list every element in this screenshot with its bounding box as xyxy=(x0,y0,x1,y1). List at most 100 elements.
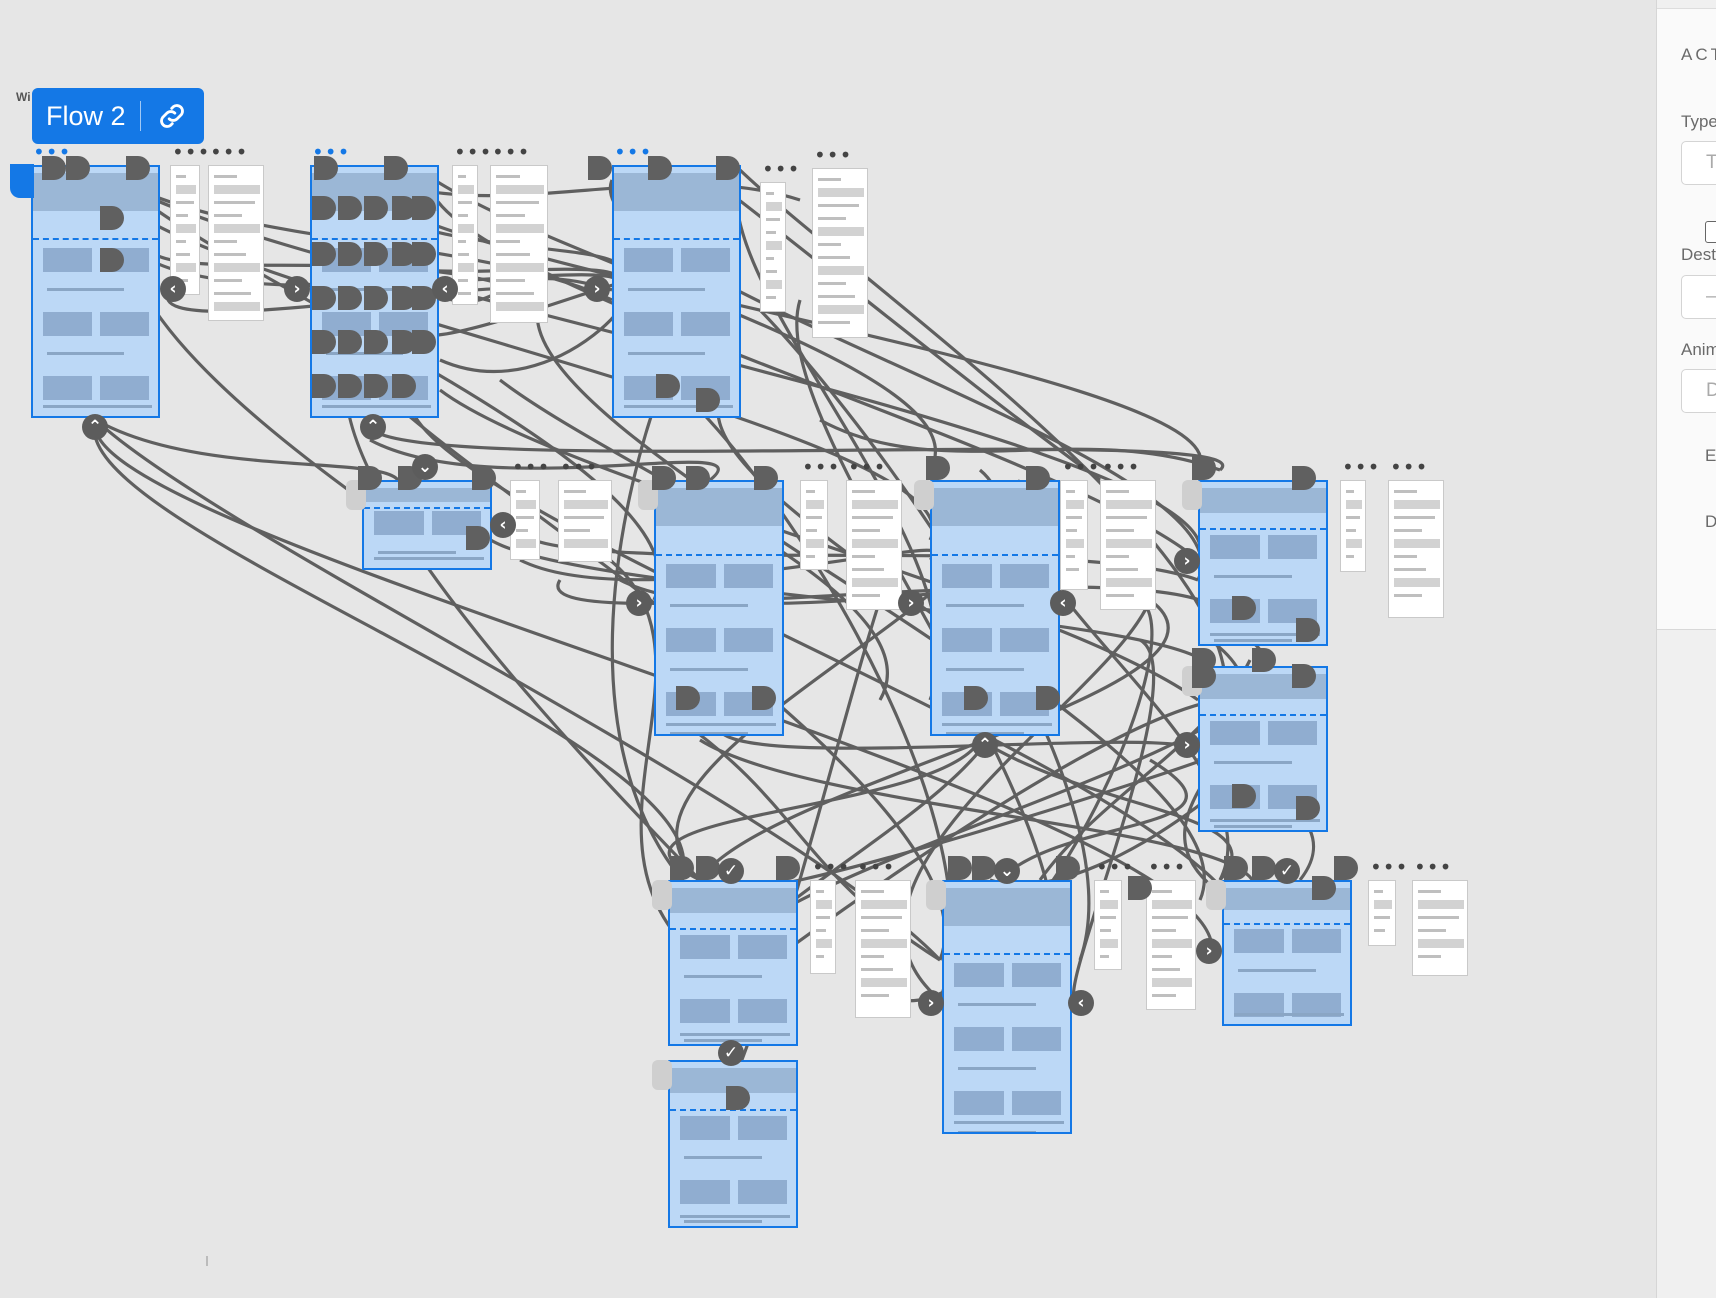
connection-handle-icon[interactable] xyxy=(1296,618,1320,642)
artboard-thumbnail[interactable] xyxy=(1340,480,1366,572)
more-dots-icon[interactable]: ••• xyxy=(1062,455,1101,479)
artboard-selected[interactable] xyxy=(930,480,1060,736)
connection-handle-icon[interactable] xyxy=(312,374,336,398)
connection-handle-icon[interactable] xyxy=(754,466,778,490)
artboard-selected[interactable] xyxy=(654,480,784,736)
more-dots-icon[interactable]: ••• xyxy=(1390,455,1429,479)
connection-handle-icon[interactable] xyxy=(42,156,66,180)
chevron-down-icon[interactable]: ✓ xyxy=(718,1040,744,1066)
chevron-up-icon[interactable]: ⌃ xyxy=(360,414,386,440)
connection-handle-icon[interactable] xyxy=(588,156,612,180)
connection-handle-icon[interactable] xyxy=(338,286,362,310)
artboard-thumbnail[interactable] xyxy=(452,165,478,305)
connection-handle-icon[interactable] xyxy=(1056,856,1080,880)
connection-handle-icon[interactable] xyxy=(1252,648,1276,672)
more-dots-icon[interactable]: ••• xyxy=(1096,855,1135,879)
connection-handle-icon[interactable] xyxy=(1192,456,1216,480)
more-dots-icon[interactable]: ••• xyxy=(1342,455,1381,479)
artboard-thumbnail[interactable] xyxy=(208,165,264,321)
connection-handle-icon[interactable] xyxy=(1232,784,1256,808)
connection-handle-icon[interactable] xyxy=(466,526,490,550)
artboard-thumbnail[interactable] xyxy=(1146,880,1196,1010)
chevron-up-icon[interactable]: ⌃ xyxy=(82,414,108,440)
connection-handle-icon[interactable] xyxy=(412,330,436,354)
connection-handle-icon[interactable] xyxy=(972,856,996,880)
artboard-selected[interactable] xyxy=(1198,666,1328,832)
artboard-selected[interactable] xyxy=(362,480,492,570)
connection-handle-icon[interactable] xyxy=(100,206,124,230)
connection-handle-icon[interactable] xyxy=(364,374,388,398)
connection-handle-icon[interactable] xyxy=(472,466,496,490)
chevron-right-icon[interactable]: › xyxy=(1196,938,1222,964)
chevron-left-icon[interactable]: ‹ xyxy=(160,276,186,302)
more-dots-icon[interactable]: ••• xyxy=(1414,855,1453,879)
more-dots-icon[interactable]: ••• xyxy=(614,140,653,164)
connection-handle-icon[interactable] xyxy=(776,856,800,880)
artboard-selected[interactable] xyxy=(668,1060,798,1228)
chevron-right-icon[interactable]: › xyxy=(1174,548,1200,574)
artboard-thumbnail[interactable] xyxy=(558,480,612,562)
artboard-thumbnail[interactable] xyxy=(1368,880,1396,946)
connection-handle-icon[interactable] xyxy=(126,156,150,180)
flow-start-marker[interactable] xyxy=(10,164,34,198)
artboard-selected[interactable] xyxy=(31,165,160,418)
connection-handle-icon[interactable] xyxy=(652,466,676,490)
connection-handle-icon[interactable] xyxy=(948,856,972,880)
artboard-thumbnail[interactable] xyxy=(812,168,868,338)
destination-dropdown[interactable]: — xyxy=(1681,275,1716,319)
artboard-thumbnail[interactable] xyxy=(1094,880,1122,970)
connection-handle-icon[interactable] xyxy=(656,374,680,398)
connection-handle-icon[interactable] xyxy=(364,330,388,354)
more-dots-icon[interactable]: ••• xyxy=(802,455,841,479)
connection-handle-icon[interactable] xyxy=(66,156,90,180)
connection-handle-icon[interactable] xyxy=(312,196,336,220)
more-dots-icon[interactable]: ••• xyxy=(454,140,493,164)
flow-start-badge[interactable]: Flow 2 xyxy=(32,88,204,144)
chevron-left-icon[interactable]: ‹ xyxy=(1050,590,1076,616)
connection-handle-icon[interactable] xyxy=(1232,596,1256,620)
chevron-down-icon[interactable]: ⌄ xyxy=(994,858,1020,884)
prototype-wire[interactable] xyxy=(344,359,702,882)
more-dots-icon[interactable]: ••• xyxy=(210,140,249,164)
artboard-selected[interactable] xyxy=(612,165,741,418)
preserve-scroll-checkbox[interactable] xyxy=(1705,221,1716,243)
connection-handle-icon[interactable] xyxy=(1252,856,1276,880)
artboard-selected[interactable] xyxy=(1222,880,1352,1026)
connection-handle-icon[interactable] xyxy=(1312,876,1336,900)
artboard-thumbnail[interactable] xyxy=(170,165,200,295)
connection-handle-icon[interactable] xyxy=(312,286,336,310)
connection-handle-icon[interactable] xyxy=(648,156,672,180)
connection-handle-icon[interactable] xyxy=(696,856,720,880)
connection-handle-icon[interactable] xyxy=(752,686,776,710)
connection-handle-icon[interactable] xyxy=(364,286,388,310)
chevron-left-icon[interactable]: ‹ xyxy=(1068,990,1094,1016)
artboard-thumbnail[interactable] xyxy=(855,880,911,1018)
connection-handle-icon[interactable] xyxy=(338,242,362,266)
connection-handle-icon[interactable] xyxy=(392,374,416,398)
chevron-right-icon[interactable]: › xyxy=(898,590,924,616)
connection-handle-icon[interactable] xyxy=(1192,664,1216,688)
connection-handle-icon[interactable] xyxy=(412,196,436,220)
more-dots-icon[interactable]: ••• xyxy=(762,157,801,181)
artboard-thumbnail[interactable] xyxy=(1388,480,1444,618)
chevron-down-icon[interactable]: ✓ xyxy=(1274,858,1300,884)
chevron-right-icon[interactable]: › xyxy=(918,990,944,1016)
artboard-thumbnail[interactable] xyxy=(1412,880,1468,976)
connection-handle-icon[interactable] xyxy=(964,686,988,710)
artboard-thumbnail[interactable] xyxy=(846,480,902,610)
connection-handle-icon[interactable] xyxy=(338,196,362,220)
artboard-thumbnail[interactable] xyxy=(800,480,828,570)
connection-handle-icon[interactable] xyxy=(686,466,710,490)
more-dots-icon[interactable]: ••• xyxy=(172,140,211,164)
more-dots-icon[interactable]: ••• xyxy=(848,455,887,479)
connection-handle-icon[interactable] xyxy=(1036,686,1060,710)
connection-handle-icon[interactable] xyxy=(1334,856,1358,880)
artboard-selected[interactable] xyxy=(668,880,798,1046)
connection-handle-icon[interactable] xyxy=(312,242,336,266)
connection-handle-icon[interactable] xyxy=(338,374,362,398)
more-dots-icon[interactable]: ••• xyxy=(512,455,551,479)
artboard-thumbnail[interactable] xyxy=(490,165,548,323)
chevron-right-icon[interactable]: › xyxy=(584,276,610,302)
more-dots-icon[interactable]: ••• xyxy=(812,855,851,879)
design-canvas[interactable]: ••••••••••••••••••••••••••••••••••••••••… xyxy=(0,0,1656,1298)
